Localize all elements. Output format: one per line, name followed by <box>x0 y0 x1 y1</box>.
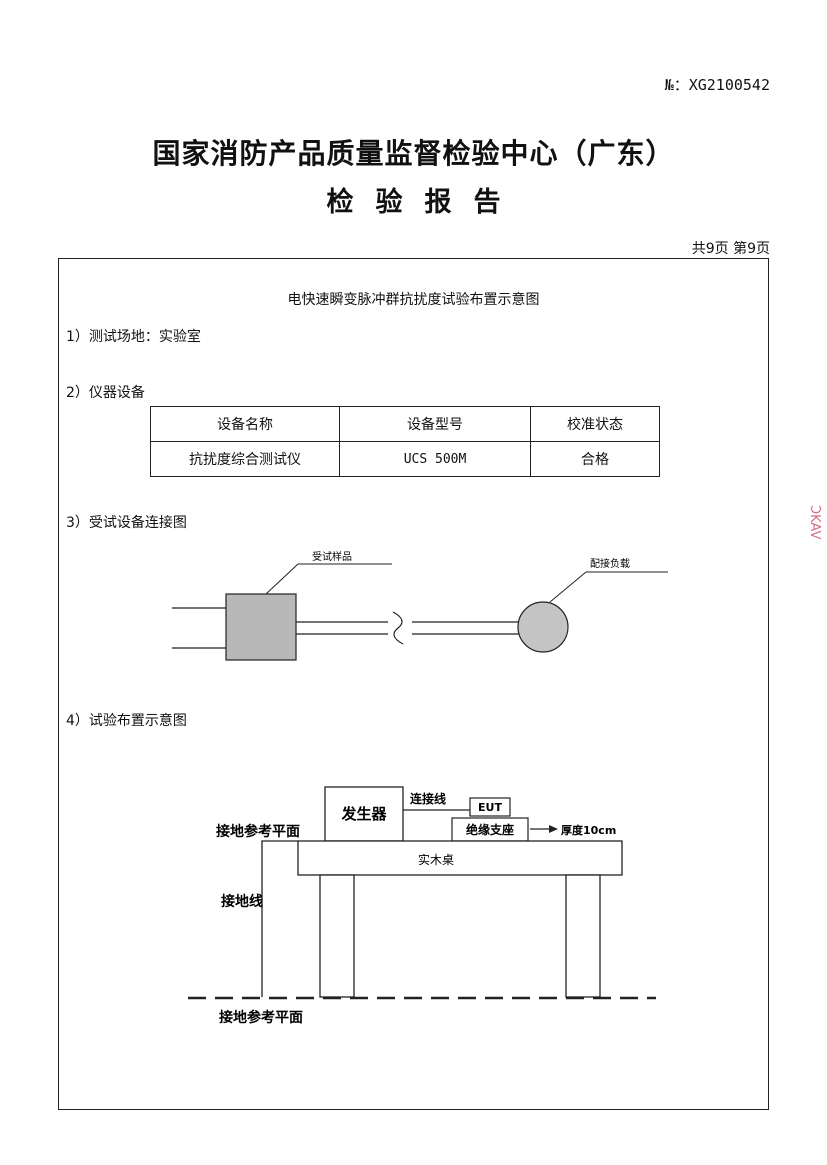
ground-plane-upper-label: 接地参考平面 <box>216 823 300 840</box>
section-connection-diagram: 3）受试设备连接图 <box>66 515 187 531</box>
thickness-label: 厚度10cm <box>561 823 616 837</box>
equipment-table: 设备名称 设备型号 校准状态 抗扰度综合测试仪 UCS 500M 合格 <box>150 406 660 477</box>
eut-leader-line <box>265 563 299 595</box>
seal-stamp: ƆKAV <box>807 505 822 540</box>
document-title: 检验报告 <box>326 187 523 218</box>
section-equipment: 2）仪器设备 <box>66 385 145 401</box>
ground-plane-lower-label: 接地参考平面 <box>219 1009 303 1026</box>
table-header-cell: 设备名称 <box>150 406 340 442</box>
table-header-row: 设备名称 设备型号 校准状态 <box>150 406 660 442</box>
table-header-cell: 设备型号 <box>339 406 531 442</box>
load-circle <box>517 601 569 653</box>
generator-label: 发生器 <box>340 805 387 823</box>
table-label: 实木桌 <box>418 852 454 867</box>
load-label: 配接负载 <box>590 557 630 570</box>
eut-box <box>225 593 297 661</box>
content-frame <box>58 258 769 1110</box>
cable-label: 连接线 <box>410 791 446 806</box>
thickness-arrow-head <box>549 825 558 833</box>
section-heading: 电快速瞬变脉冲群抗扰度试验布置示意图 <box>287 292 540 308</box>
wooden-table-top <box>297 840 623 876</box>
eut-label: EUT <box>478 801 502 814</box>
eut-box <box>469 797 511 817</box>
table-row: 抗扰度综合测试仪 UCS 500M 合格 <box>150 441 660 477</box>
table-leg-left <box>319 874 355 998</box>
table-cell: 抗扰度综合测试仪 <box>150 441 340 477</box>
ground-wire <box>261 840 298 997</box>
report-number: №：XG2100542 <box>664 76 770 94</box>
load-leader-line <box>549 571 587 603</box>
section-setup-diagram: 4）试验布置示意图 <box>66 713 187 729</box>
section-test-site: 1）测试场地：实验室 <box>66 329 201 345</box>
connection-cable <box>403 809 471 816</box>
generator-box <box>324 786 404 842</box>
support-label: 绝缘支座 <box>466 822 514 837</box>
table-leg-right <box>565 874 601 998</box>
table-cell: UCS 500M <box>339 441 531 477</box>
ground-wire-label: 接地线 <box>221 893 263 910</box>
cable-break-symbol <box>392 611 404 645</box>
table-header-cell: 校准状态 <box>530 406 660 442</box>
organization-title: 国家消防产品质量监督检验中心（广东） <box>152 137 675 170</box>
page-count: 共9页 第9页 <box>691 241 770 257</box>
eut-label: 受试样品 <box>312 550 352 563</box>
table-cell: 合格 <box>530 441 660 477</box>
